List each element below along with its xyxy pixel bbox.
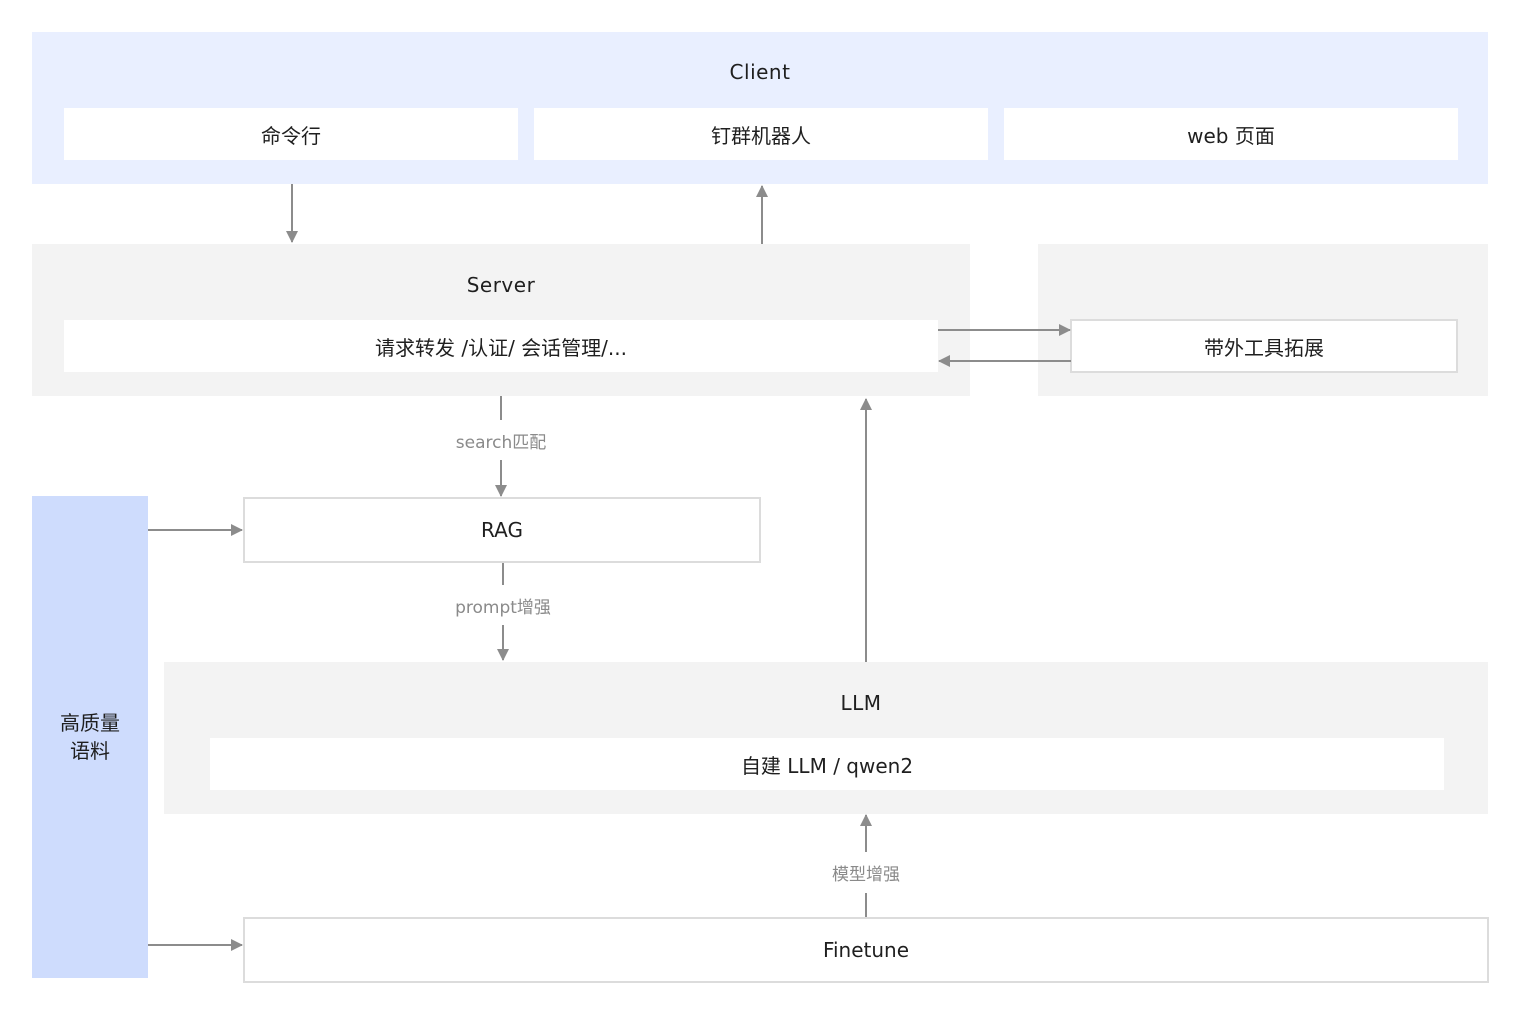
corpus-label: 高质量 语料 [60, 709, 120, 765]
corpus-panel: 高质量 语料 [32, 496, 148, 978]
edge-label-search-wrap: search匹配 [421, 425, 581, 455]
edge-label-model-wrap: 模型增强 [786, 857, 946, 887]
edge-label-prompt-enhance: prompt增强 [453, 590, 553, 620]
client-title: Client [729, 60, 791, 84]
edge-label-model-enhance: 模型增强 [830, 857, 902, 887]
extension-panel: 带外工具拓展 [1038, 244, 1488, 396]
finetune-box: Finetune [243, 917, 1489, 983]
client-item-dingtalk-bot: 钉群机器人 [534, 108, 988, 160]
llm-panel: LLM 自建 LLM / qwen2 [164, 662, 1488, 814]
client-panel: Client 命令行 钉群机器人 web 页面 [32, 32, 1488, 184]
server-content: 请求转发 /认证/ 会话管理/... [64, 320, 938, 372]
server-title: Server [466, 273, 536, 297]
rag-box: RAG [243, 497, 761, 563]
llm-content: 自建 LLM / qwen2 [210, 738, 1444, 790]
server-panel: Server 请求转发 /认证/ 会话管理/... [32, 244, 970, 396]
extension-box: 带外工具拓展 [1070, 319, 1458, 373]
client-item-web-page: web 页面 [1004, 108, 1458, 160]
corpus-label-line1: 高质量 [60, 711, 120, 735]
edge-label-search-match: search匹配 [453, 425, 549, 455]
llm-title: LLM [840, 691, 882, 715]
client-item-cli: 命令行 [64, 108, 518, 160]
edge-label-prompt-wrap: prompt增强 [423, 590, 583, 620]
corpus-label-line2: 语料 [70, 739, 110, 763]
